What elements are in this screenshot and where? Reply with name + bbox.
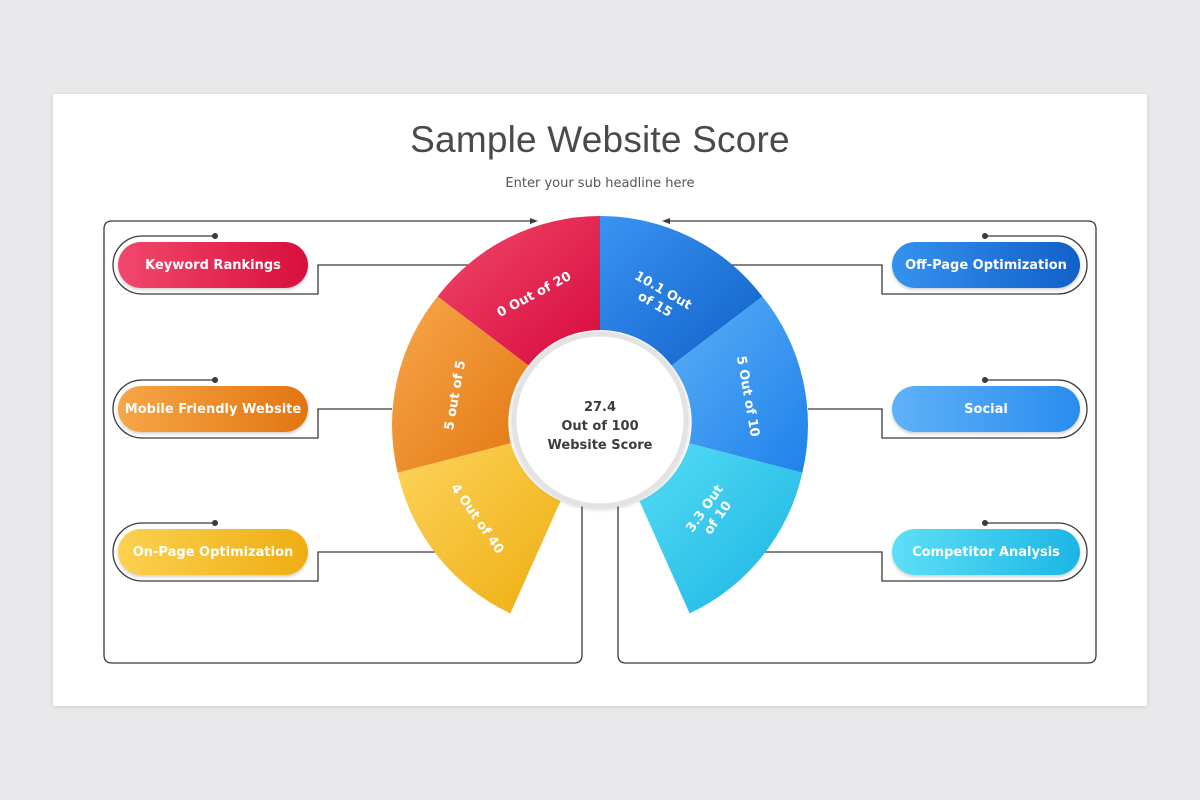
pill-mobile-friendly: Mobile Friendly Website (118, 386, 308, 432)
segment-mobile-friendly (392, 296, 529, 473)
dot-marker (982, 233, 988, 239)
dot-marker (212, 377, 218, 383)
segment-keyword-rankings (437, 216, 600, 366)
center-score: 27.4 Out of 100 Website Score (548, 400, 653, 453)
center-score-label: Website Score (548, 438, 653, 453)
arrow-left-icon (662, 218, 670, 224)
dot-marker (982, 520, 988, 526)
dot-marker (982, 377, 988, 383)
pill-off-page: Off-Page Optimization (892, 242, 1080, 288)
center-score-value: 27.4 (584, 400, 616, 415)
arrow-right-icon (530, 218, 538, 224)
pill-competitor: Competitor Analysis (892, 529, 1080, 575)
page-subtitle: Enter your sub headline here (505, 176, 695, 191)
center-circle (511, 331, 689, 509)
segment-on-page (397, 443, 561, 614)
dot-marker (212, 233, 218, 239)
connector-lines (103, 220, 1097, 664)
pill-on-page: On-Page Optimization (118, 529, 308, 575)
pill-keyword-rankings: Keyword Rankings (118, 242, 308, 288)
center-score-out-of: Out of 100 (561, 419, 638, 434)
dot-marker (212, 520, 218, 526)
score-segments (392, 215, 808, 614)
pill-social: Social (892, 386, 1080, 432)
segment-competitor (639, 443, 803, 614)
connector-markers (212, 218, 988, 526)
segment-off-page (600, 215, 763, 366)
segment-social (671, 296, 808, 473)
page-title: Sample Website Score (410, 119, 790, 160)
